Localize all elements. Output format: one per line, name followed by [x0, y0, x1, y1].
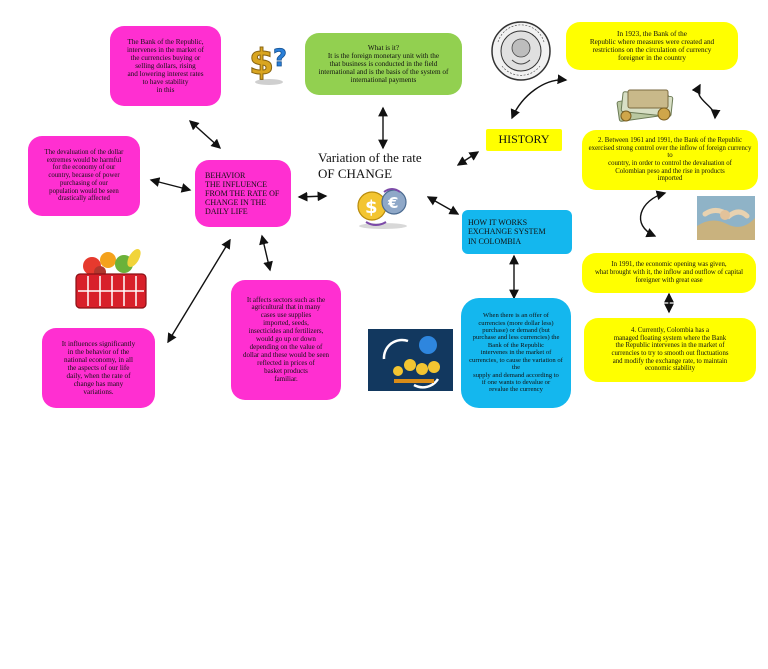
arrow-history-1923: [512, 80, 566, 118]
history-1991-node: In 1991, the economic opening was given,…: [582, 253, 756, 293]
svg-text:$: $: [365, 197, 378, 218]
offer-demand-node: When there is an offer of currencies (mo…: [461, 298, 571, 408]
arrow-1923-1961: [698, 85, 715, 118]
bank-intervenes-node: The Bank of the Republic, intervenes in …: [110, 26, 221, 106]
central-title: Variation of the rate OF CHANGE: [318, 150, 458, 182]
behavior-node: BEHAVIOR THE INFLUENCE FROM THE RATE OF …: [195, 160, 291, 227]
what-is-it-node: What is it? It is the foreign monetary u…: [305, 33, 462, 95]
svg-text:$: $: [249, 42, 274, 83]
handshake-map-image: [697, 196, 755, 240]
currently-node: 4. Currently, Colombia has a managed flo…: [584, 318, 756, 382]
influences-node: It influences significantly in the behav…: [42, 328, 155, 408]
history-1923-node: In 1923, the Bank of the Republic where …: [566, 22, 738, 70]
svg-text:?: ?: [273, 44, 287, 72]
grocery-basket-image: [70, 246, 152, 314]
sectors-node: It affects sectors such as the agricultu…: [231, 280, 341, 400]
arrow-central-history: [458, 152, 478, 165]
dollar-question-icon: $ ?: [246, 36, 292, 86]
money-pile-image: [614, 84, 678, 124]
how-it-works-node: HOW IT WORKS EXCHANGE SYSTEM IN COLOMBIA: [462, 210, 572, 254]
arrow-behavior-sectors: [262, 236, 270, 270]
arrow-1961-1991: [641, 193, 665, 236]
history-label: HISTORY: [486, 129, 562, 151]
bank-seal-image: [488, 20, 554, 82]
currency-exchange-icon: $ €: [354, 184, 412, 230]
arrow-bank-behavior: [190, 121, 220, 148]
arrow-central-howitworks: [428, 197, 458, 214]
exchange-system-image: [368, 329, 453, 391]
svg-text:€: €: [387, 194, 398, 212]
arrow-behavior-central: [299, 196, 326, 197]
arrow-devaluation-behavior: [151, 180, 190, 190]
devaluation-node: The devaluation of the dollar extremes w…: [28, 136, 140, 216]
arrow-behavior-influences: [168, 240, 230, 342]
history-1961-node: 2. Between 1961 and 1991, the Bank of th…: [582, 130, 758, 190]
